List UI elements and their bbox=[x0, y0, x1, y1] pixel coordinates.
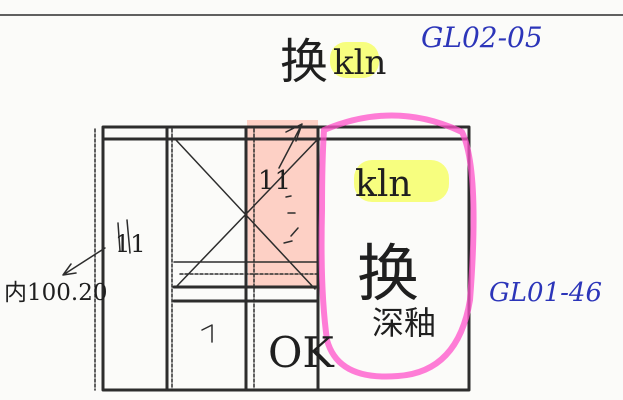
left-panel-mark-2 bbox=[126, 219, 131, 254]
panel-yellow-highlight bbox=[354, 160, 449, 202]
right-sub-text: 深釉 bbox=[372, 304, 436, 342]
cross-line-2 bbox=[175, 138, 319, 288]
upper-middle-label: 11 bbox=[258, 166, 291, 196]
top-tag-text: kln bbox=[333, 43, 386, 83]
lower-middle-ok-text: OK bbox=[268, 328, 335, 377]
orange-panel-highlight bbox=[247, 120, 320, 289]
left-panel-mark-1 bbox=[117, 222, 121, 252]
right-top-tag-text: kln bbox=[355, 164, 412, 205]
pink-emphasis-circle bbox=[318, 112, 477, 380]
right-code-text: GL01-46 bbox=[489, 278, 602, 308]
top-code-text: GL02-05 bbox=[421, 21, 543, 54]
left-panel-label: 11 bbox=[115, 230, 146, 258]
left-measure-text: 内100.20 bbox=[4, 280, 107, 306]
right-main-text: 换 bbox=[357, 237, 419, 310]
top-change-text: 换 bbox=[280, 34, 328, 90]
center-arrow bbox=[278, 123, 303, 169]
outer-frame bbox=[101, 125, 471, 392]
panel-dots bbox=[283, 195, 299, 244]
left-arrow bbox=[62, 247, 106, 276]
top-yellow-highlight bbox=[330, 42, 379, 78]
small-lower-mark bbox=[201, 324, 213, 343]
